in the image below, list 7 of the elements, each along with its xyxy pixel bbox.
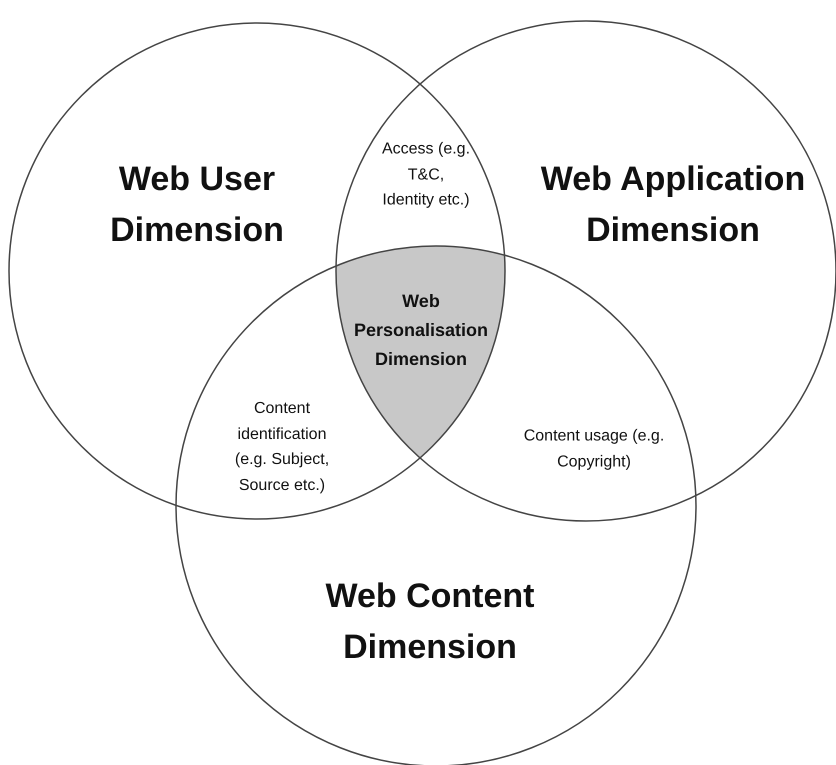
dimension-label: Web Content Dimension xyxy=(324,576,536,668)
overlap-label: Access (e.g. T&C, Identity etc.) xyxy=(380,140,472,211)
overlap-label: Content usage (e.g. Copyright) xyxy=(522,426,666,472)
dimension-label: Web Application Dimension xyxy=(540,159,806,251)
center-label: Web Personalisation Dimension xyxy=(352,290,489,370)
overlap-label: Content identification (e.g. Subject, Source etc.) xyxy=(234,398,330,496)
dimension-label: Web User Dimension xyxy=(109,159,285,251)
